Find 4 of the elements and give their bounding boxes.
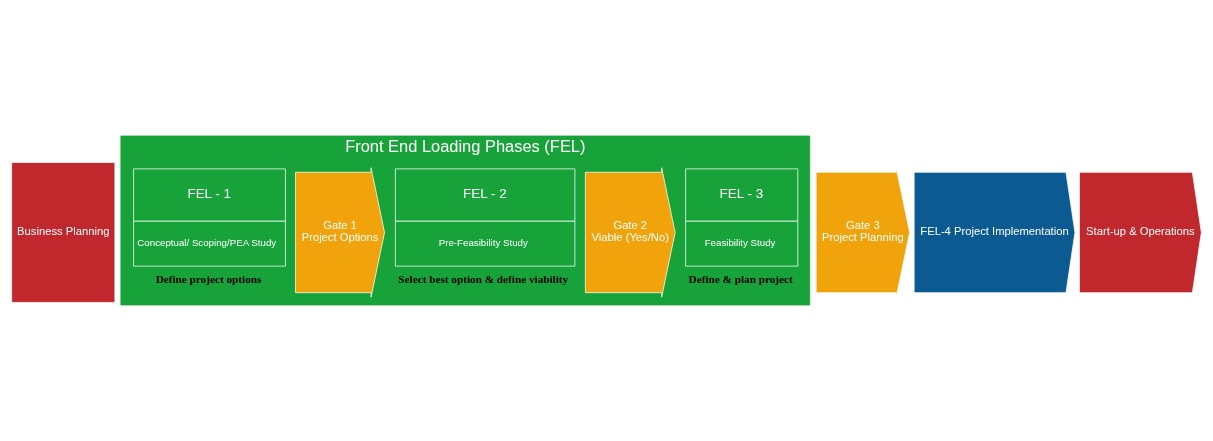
node-box: Business Planning — [11, 162, 116, 303]
node-label: Select best option & define viability — [398, 272, 569, 285]
node-label: Define & plan project — [688, 272, 793, 285]
node-label: Define project options — [155, 272, 262, 285]
